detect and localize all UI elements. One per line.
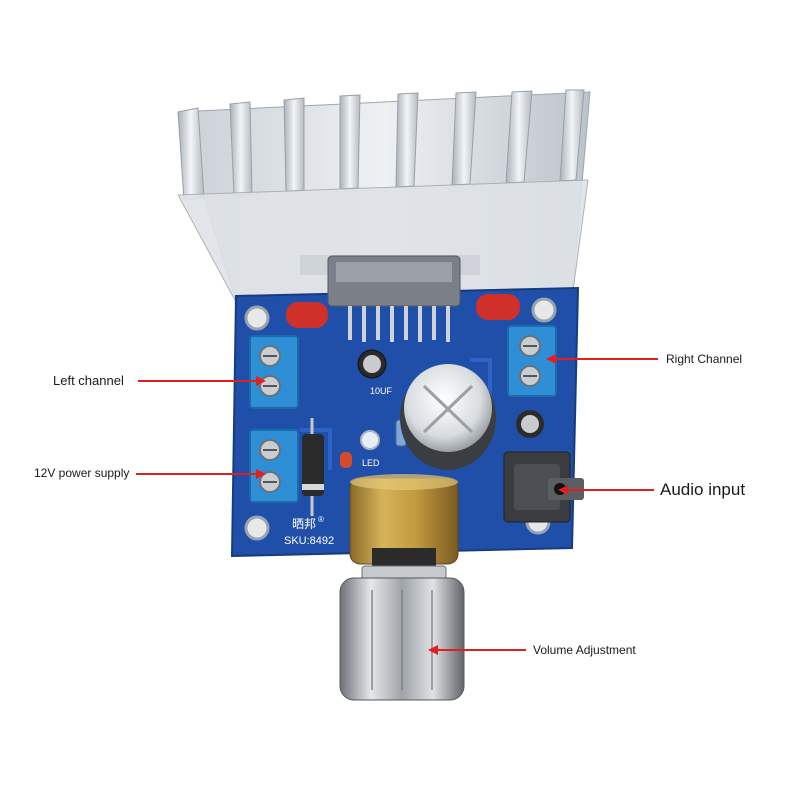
heatsink-fins [177,89,585,201]
volume-knob [339,577,465,701]
label-volume: Volume Adjustment [533,643,636,657]
right-channel-terminal [507,325,557,397]
mounting-hole [531,297,557,323]
heatsink [177,89,591,303]
cap-label: 10UF [370,386,393,396]
film-capacitor [476,294,520,320]
left-channel-terminal [249,335,299,409]
audio-input-jack [503,451,584,523]
electrolytic-capacitor [400,364,496,470]
label-left-channel: Left channel [53,373,124,388]
diode [302,418,324,516]
small-capacitor [357,349,387,379]
potentiometer [349,474,459,583]
label-right-channel: Right Channel [666,352,743,366]
brand-mark: 晒邦 [292,517,316,531]
mounting-hole [244,305,270,331]
film-capacitor [286,302,328,328]
small-capacitor [516,410,544,438]
amplifier-ic [327,255,461,342]
label-audio-input: Audio input [660,480,746,499]
registered-mark: ® [318,515,324,524]
ceramic-capacitor [340,452,352,468]
sku-label: SKU:8492 [284,535,334,547]
mounting-hole [244,515,270,541]
led [360,430,380,450]
label-power-supply: 12V power supply [34,466,130,480]
power-supply-terminal [249,429,299,503]
led-label: LED [362,458,380,468]
